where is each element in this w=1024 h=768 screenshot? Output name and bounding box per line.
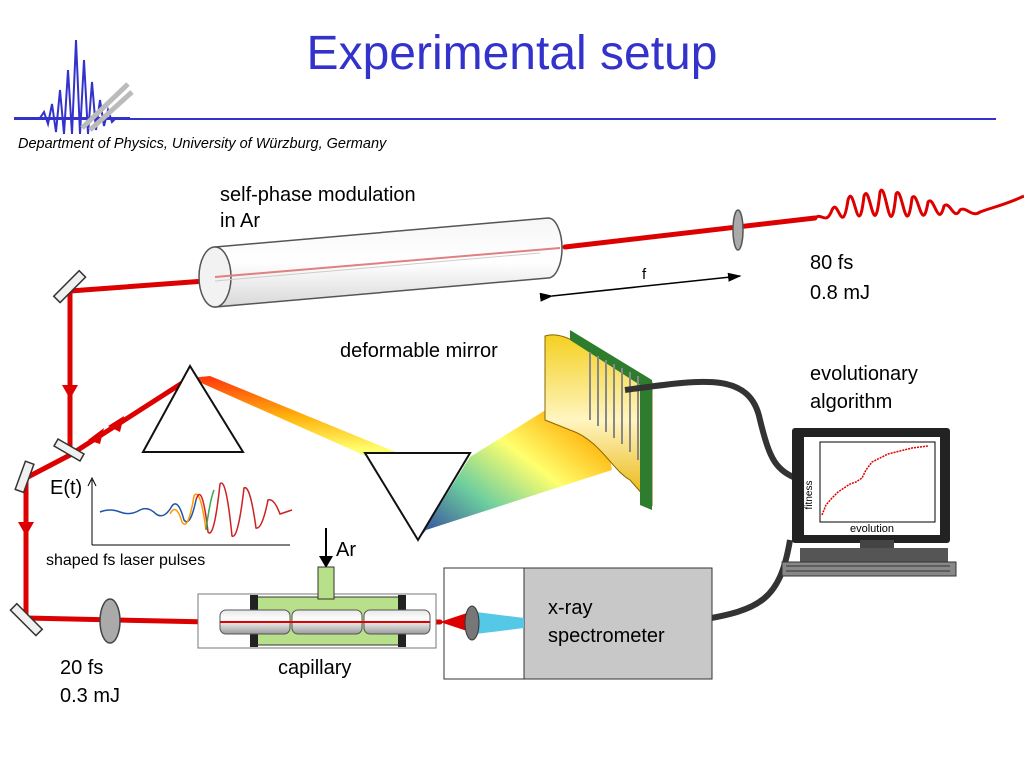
wave-logo [14,39,134,135]
algorithm-label-line1: evolutionary [810,363,918,385]
field-label: E(t) [50,477,83,499]
output-duration-label: 20 fs [60,657,104,679]
monitor-y-label: fitness [804,481,815,510]
input-energy-label: 0.8 mJ [810,282,871,304]
affiliation-text: Department of Physics, University of Wür… [18,136,387,152]
mirror-bottom-left [9,602,44,637]
beam-arrow-down-2 [18,522,34,536]
spm-label-line2: in Ar [220,210,261,232]
spm-label-line1: self-phase modulation [220,184,416,206]
shaped-pulses-label: shaped fs laser pulses [46,552,206,569]
focusing-lens [732,209,744,251]
gas-label: Ar [336,539,356,561]
prism-bottom [363,452,472,542]
focal-length-label: f [642,266,647,283]
output-energy-label: 0.3 mJ [60,685,121,707]
beam-arrow-down [62,385,78,399]
monitor-x-label: evolution [850,523,894,535]
spectrometer-label-line2: spectrometer [548,625,665,647]
spectrometer-cable [699,539,793,623]
page-title: Experimental setup [306,27,718,80]
capillary-label: capillary [278,657,352,679]
deformable-mirror-label: deformable mirror [340,340,498,362]
input-pulse-wave [814,188,1024,220]
fitness-curve [821,445,929,516]
prism-top [141,364,245,453]
mirror-top-left [52,269,87,304]
input-duration-label: 80 fs [810,252,854,274]
x-ray-spectrometer [440,567,713,680]
shaped-pulse-inset [87,476,293,546]
mirror-cable [624,378,802,483]
output-lens [99,598,121,644]
algorithm-label-line2: algorithm [810,391,893,413]
beam-arrow-left-2 [108,416,124,432]
focal-distance-arrow [539,272,742,302]
computer-monitor [781,428,957,577]
capillary-assembly [197,566,437,649]
mirror-middle-left [52,438,86,462]
spm-hollow-fiber [198,217,563,308]
mirror-left [14,460,35,494]
gas-inlet-arrowhead [319,556,333,568]
title-divider [14,118,996,120]
beam-arrow-left-1 [88,428,104,444]
spectrometer-label-line1: x-ray [548,597,593,619]
